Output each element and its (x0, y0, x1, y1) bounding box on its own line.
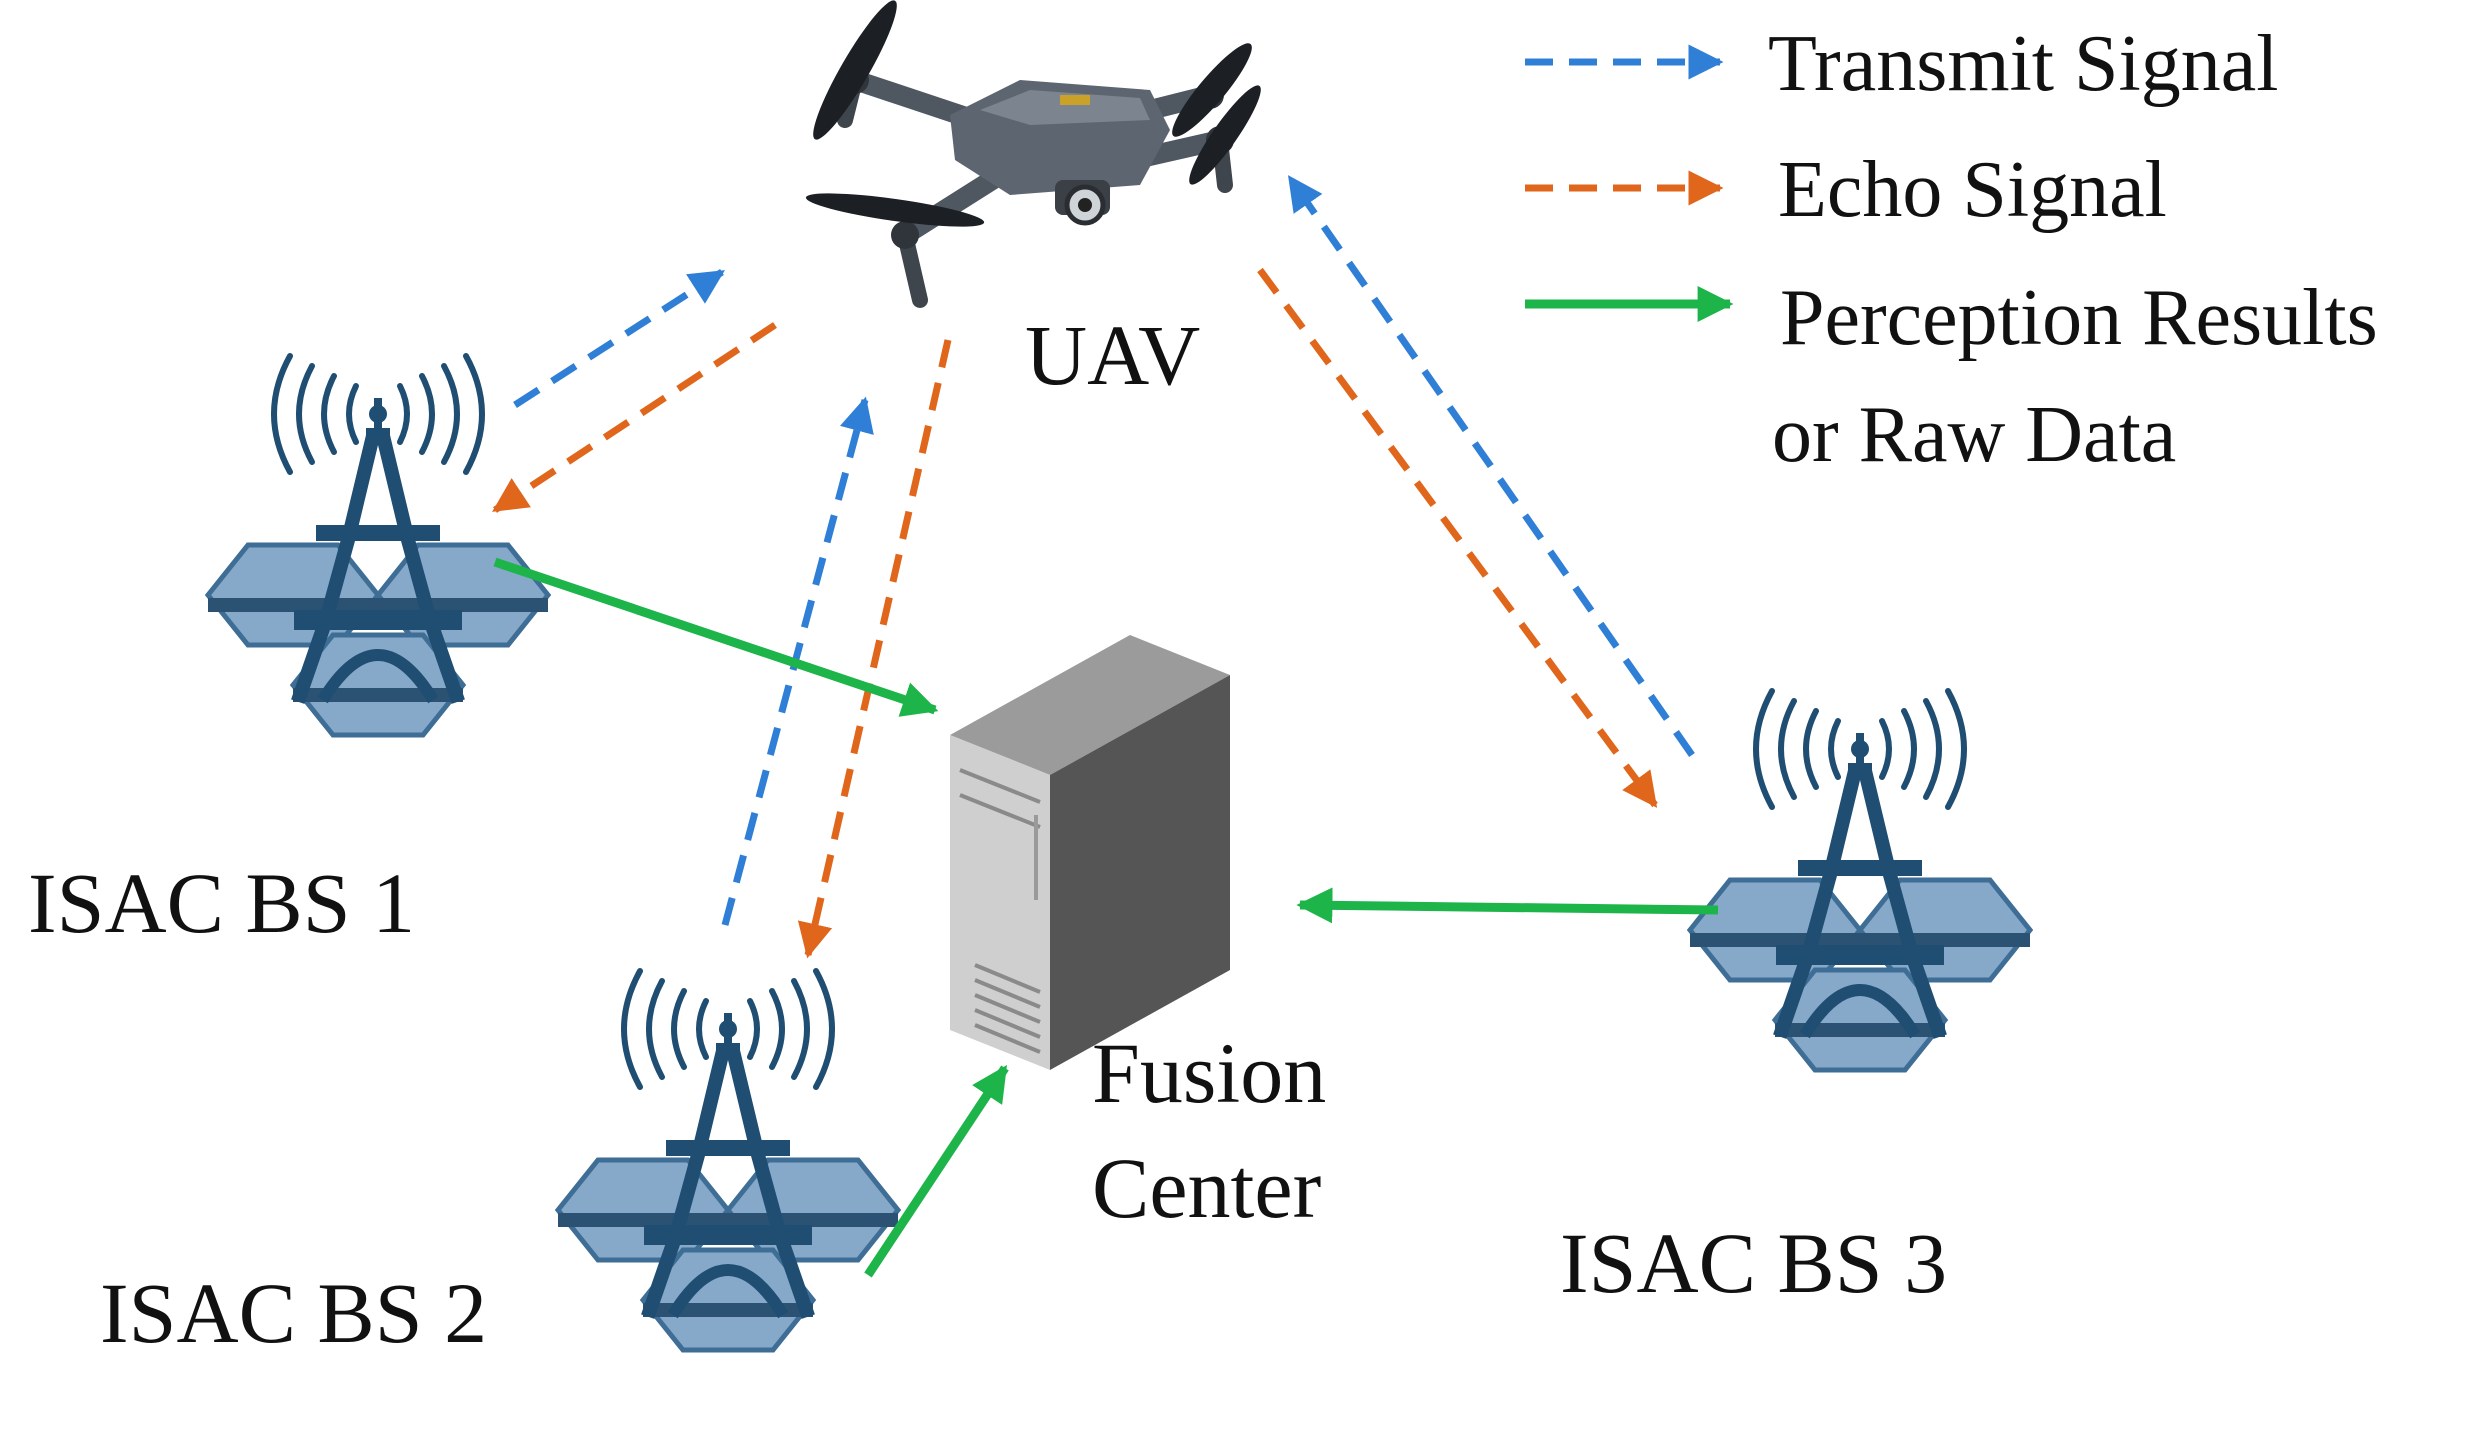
legend-echo-label: Echo Signal (1778, 146, 2167, 234)
bs3-label: ISAC BS 3 (1560, 1215, 1948, 1311)
legend-perception-label-line2: or Raw Data (1772, 391, 2177, 479)
bs2-perception-arrow (864, 1064, 1009, 1278)
bs2-tower-icon (558, 971, 898, 1350)
bs1-transmit-arrow (513, 269, 725, 408)
bs3-tower-icon (1690, 691, 2030, 1070)
uav-label: UAV (1025, 307, 1201, 403)
bs2-echo-arrow (797, 339, 952, 959)
bs1-label: ISAC BS 1 (28, 855, 416, 951)
legend (1525, 44, 1734, 322)
bs3-echo-arrow (1257, 267, 1658, 808)
bs3-perception-arrow (1296, 887, 1719, 924)
drone-icon (805, 0, 1261, 308)
legend-perception-label-line1: Perception Results (1780, 274, 2378, 362)
bs1-tower-icon (208, 356, 548, 735)
bs3-transmit-arrow (1287, 175, 1695, 758)
signal-arrows (492, 175, 1719, 1278)
legend-transmit-label: Transmit Signal (1768, 20, 2279, 108)
bs2-label: ISAC BS 2 (100, 1265, 488, 1361)
bs1-echo-arrow (492, 322, 777, 513)
bs1-perception-arrow (493, 557, 939, 717)
server-icon (950, 635, 1230, 1070)
fusion-center-label-line1: Fusion (1092, 1025, 1327, 1121)
fusion-center-label-line2: Center (1092, 1140, 1322, 1236)
